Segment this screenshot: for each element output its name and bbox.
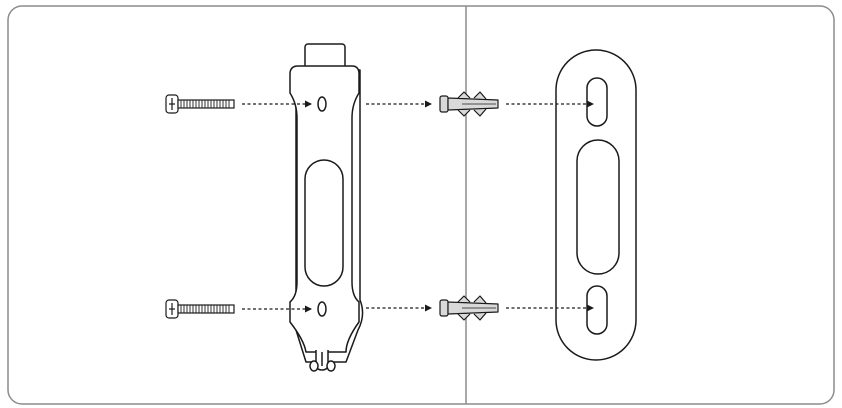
bracket-hole-bottom [317,301,327,317]
diagram-frame [7,5,835,405]
mounting-bracket [289,43,364,372]
screw-bottom [165,299,235,319]
wall-plate-slot-center [576,139,620,275]
wall-anchor-top [439,91,499,117]
screw-top [165,94,235,114]
bracket-center-slot [304,159,344,287]
wall-anchor-bottom [439,295,499,321]
bracket-hole-top [317,96,327,112]
wall-plate-slot-bottom [586,285,608,335]
wall-plate-slot-top [586,77,608,127]
wall-plate [555,49,637,361]
